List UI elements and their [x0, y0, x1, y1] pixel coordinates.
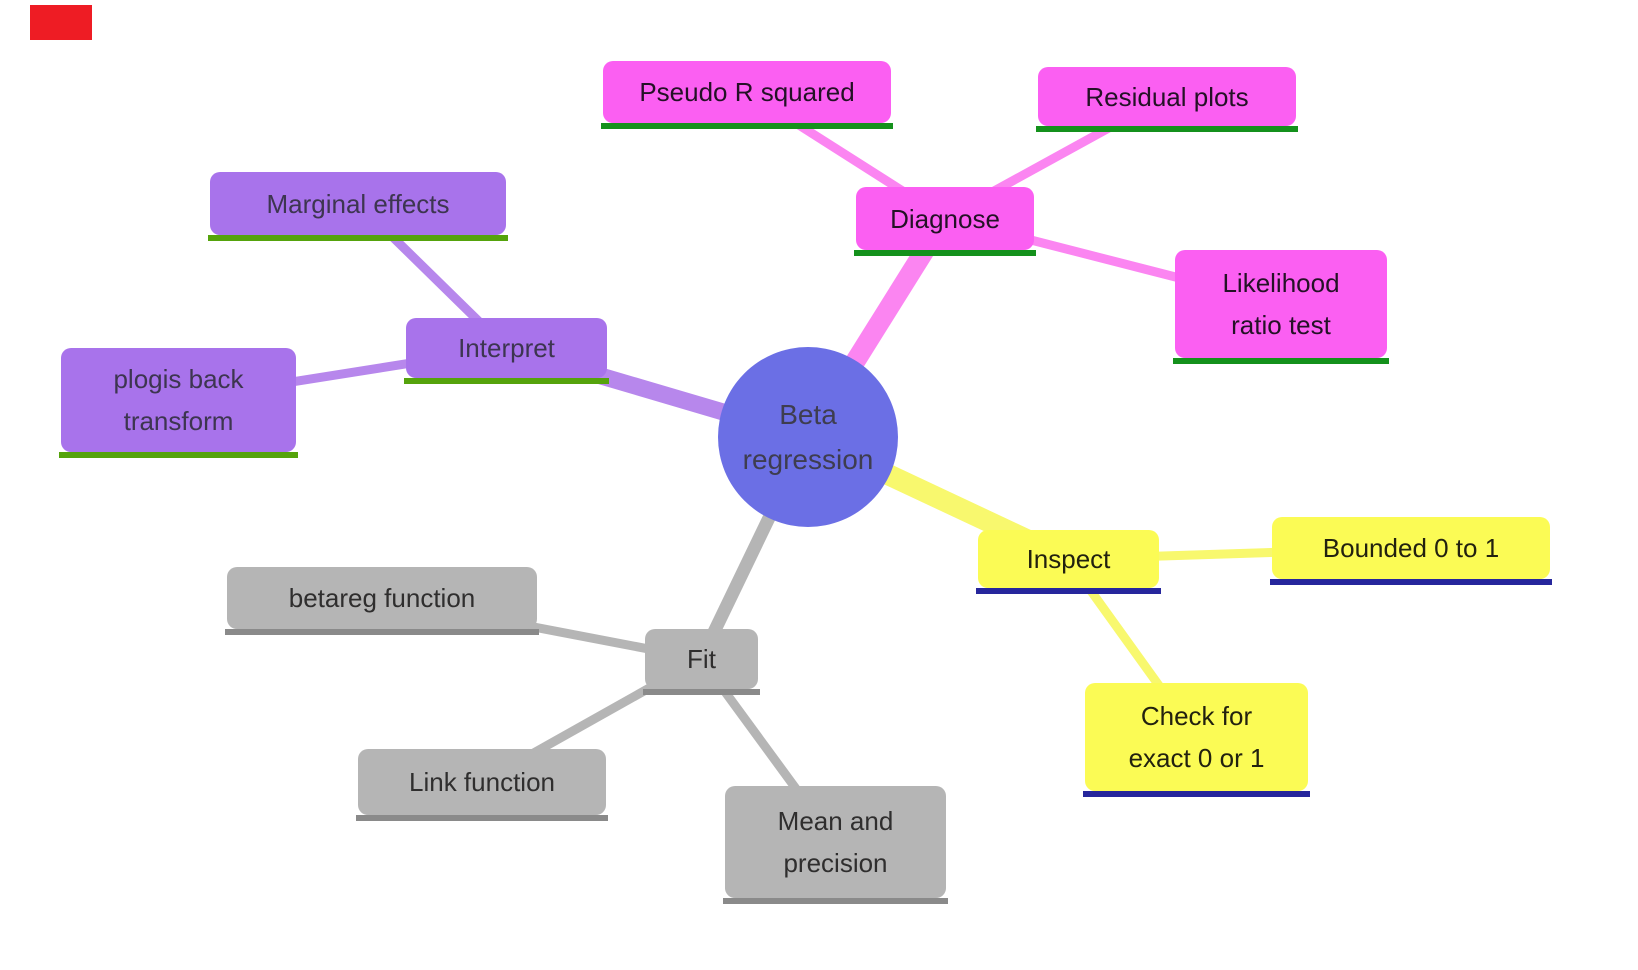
- node-underline: [404, 378, 609, 384]
- node-label: Fit: [687, 644, 716, 674]
- node-underline: [1173, 358, 1389, 364]
- node-underline: [723, 898, 948, 904]
- node-pseudo-r-squared[interactable]: Pseudo R squared: [601, 61, 893, 129]
- node-underline: [59, 452, 298, 458]
- node-likelihood-ratio-test[interactable]: Likelihood ratio test: [1173, 250, 1389, 364]
- node-bounded-0-to-1[interactable]: Bounded 0 to 1: [1270, 517, 1552, 585]
- node-underline: [976, 588, 1161, 594]
- node-label: Residual plots: [1085, 81, 1249, 112]
- node-label: Likelihood: [1222, 268, 1340, 298]
- node-underline: [601, 123, 893, 129]
- node-underline: [1270, 579, 1552, 585]
- node-label: Interpret: [458, 333, 555, 363]
- node-residual-plots[interactable]: Residual plots: [1036, 67, 1298, 132]
- node-betareg-function[interactable]: betareg function: [225, 567, 539, 635]
- node-label: Diagnose: [890, 203, 1000, 234]
- red-marker: [30, 5, 92, 40]
- node-label: transform: [123, 406, 234, 436]
- node-underline: [208, 235, 508, 241]
- node-label: plogis back: [113, 364, 244, 394]
- node-interpret[interactable]: Interpret: [404, 318, 609, 384]
- node-link-function[interactable]: Link function: [356, 749, 608, 821]
- node-label: Bounded 0 to 1: [1322, 533, 1500, 563]
- node-label: ratio test: [1231, 310, 1331, 340]
- node-underline: [356, 815, 608, 821]
- node-label: exact 0 or 1: [1128, 743, 1265, 773]
- node-diagnose[interactable]: Diagnose: [854, 187, 1036, 256]
- node-label: regression: [742, 444, 874, 475]
- node-label: Inspect: [1026, 544, 1111, 574]
- node-underline: [1036, 126, 1298, 132]
- node-label: Link function: [409, 767, 555, 797]
- node-underline: [1083, 791, 1310, 797]
- node-inspect[interactable]: Inspect: [976, 530, 1161, 594]
- node-label: Beta: [779, 399, 837, 430]
- node-label: betareg function: [288, 583, 476, 613]
- node-label: precision: [783, 848, 888, 878]
- node-label: Pseudo R squared: [639, 77, 855, 107]
- node-check-for-exact-0-or-1[interactable]: Check for exact 0 or 1: [1083, 683, 1310, 797]
- node-plogis-back-transform[interactable]: plogis back transform: [59, 348, 298, 458]
- node-label: Marginal effects: [266, 188, 450, 219]
- node-label: Mean and: [777, 806, 894, 836]
- node-beta-regression[interactable]: Beta regression: [718, 347, 898, 527]
- node-underline: [643, 689, 760, 695]
- node-mean-and-precision[interactable]: Mean and precision: [723, 786, 948, 904]
- node-underline: [854, 250, 1036, 256]
- node-label: Check for: [1140, 701, 1253, 731]
- node-fit[interactable]: Fit: [643, 629, 760, 695]
- node-underline: [225, 629, 539, 635]
- node-marginal-effects[interactable]: Marginal effects: [208, 172, 508, 241]
